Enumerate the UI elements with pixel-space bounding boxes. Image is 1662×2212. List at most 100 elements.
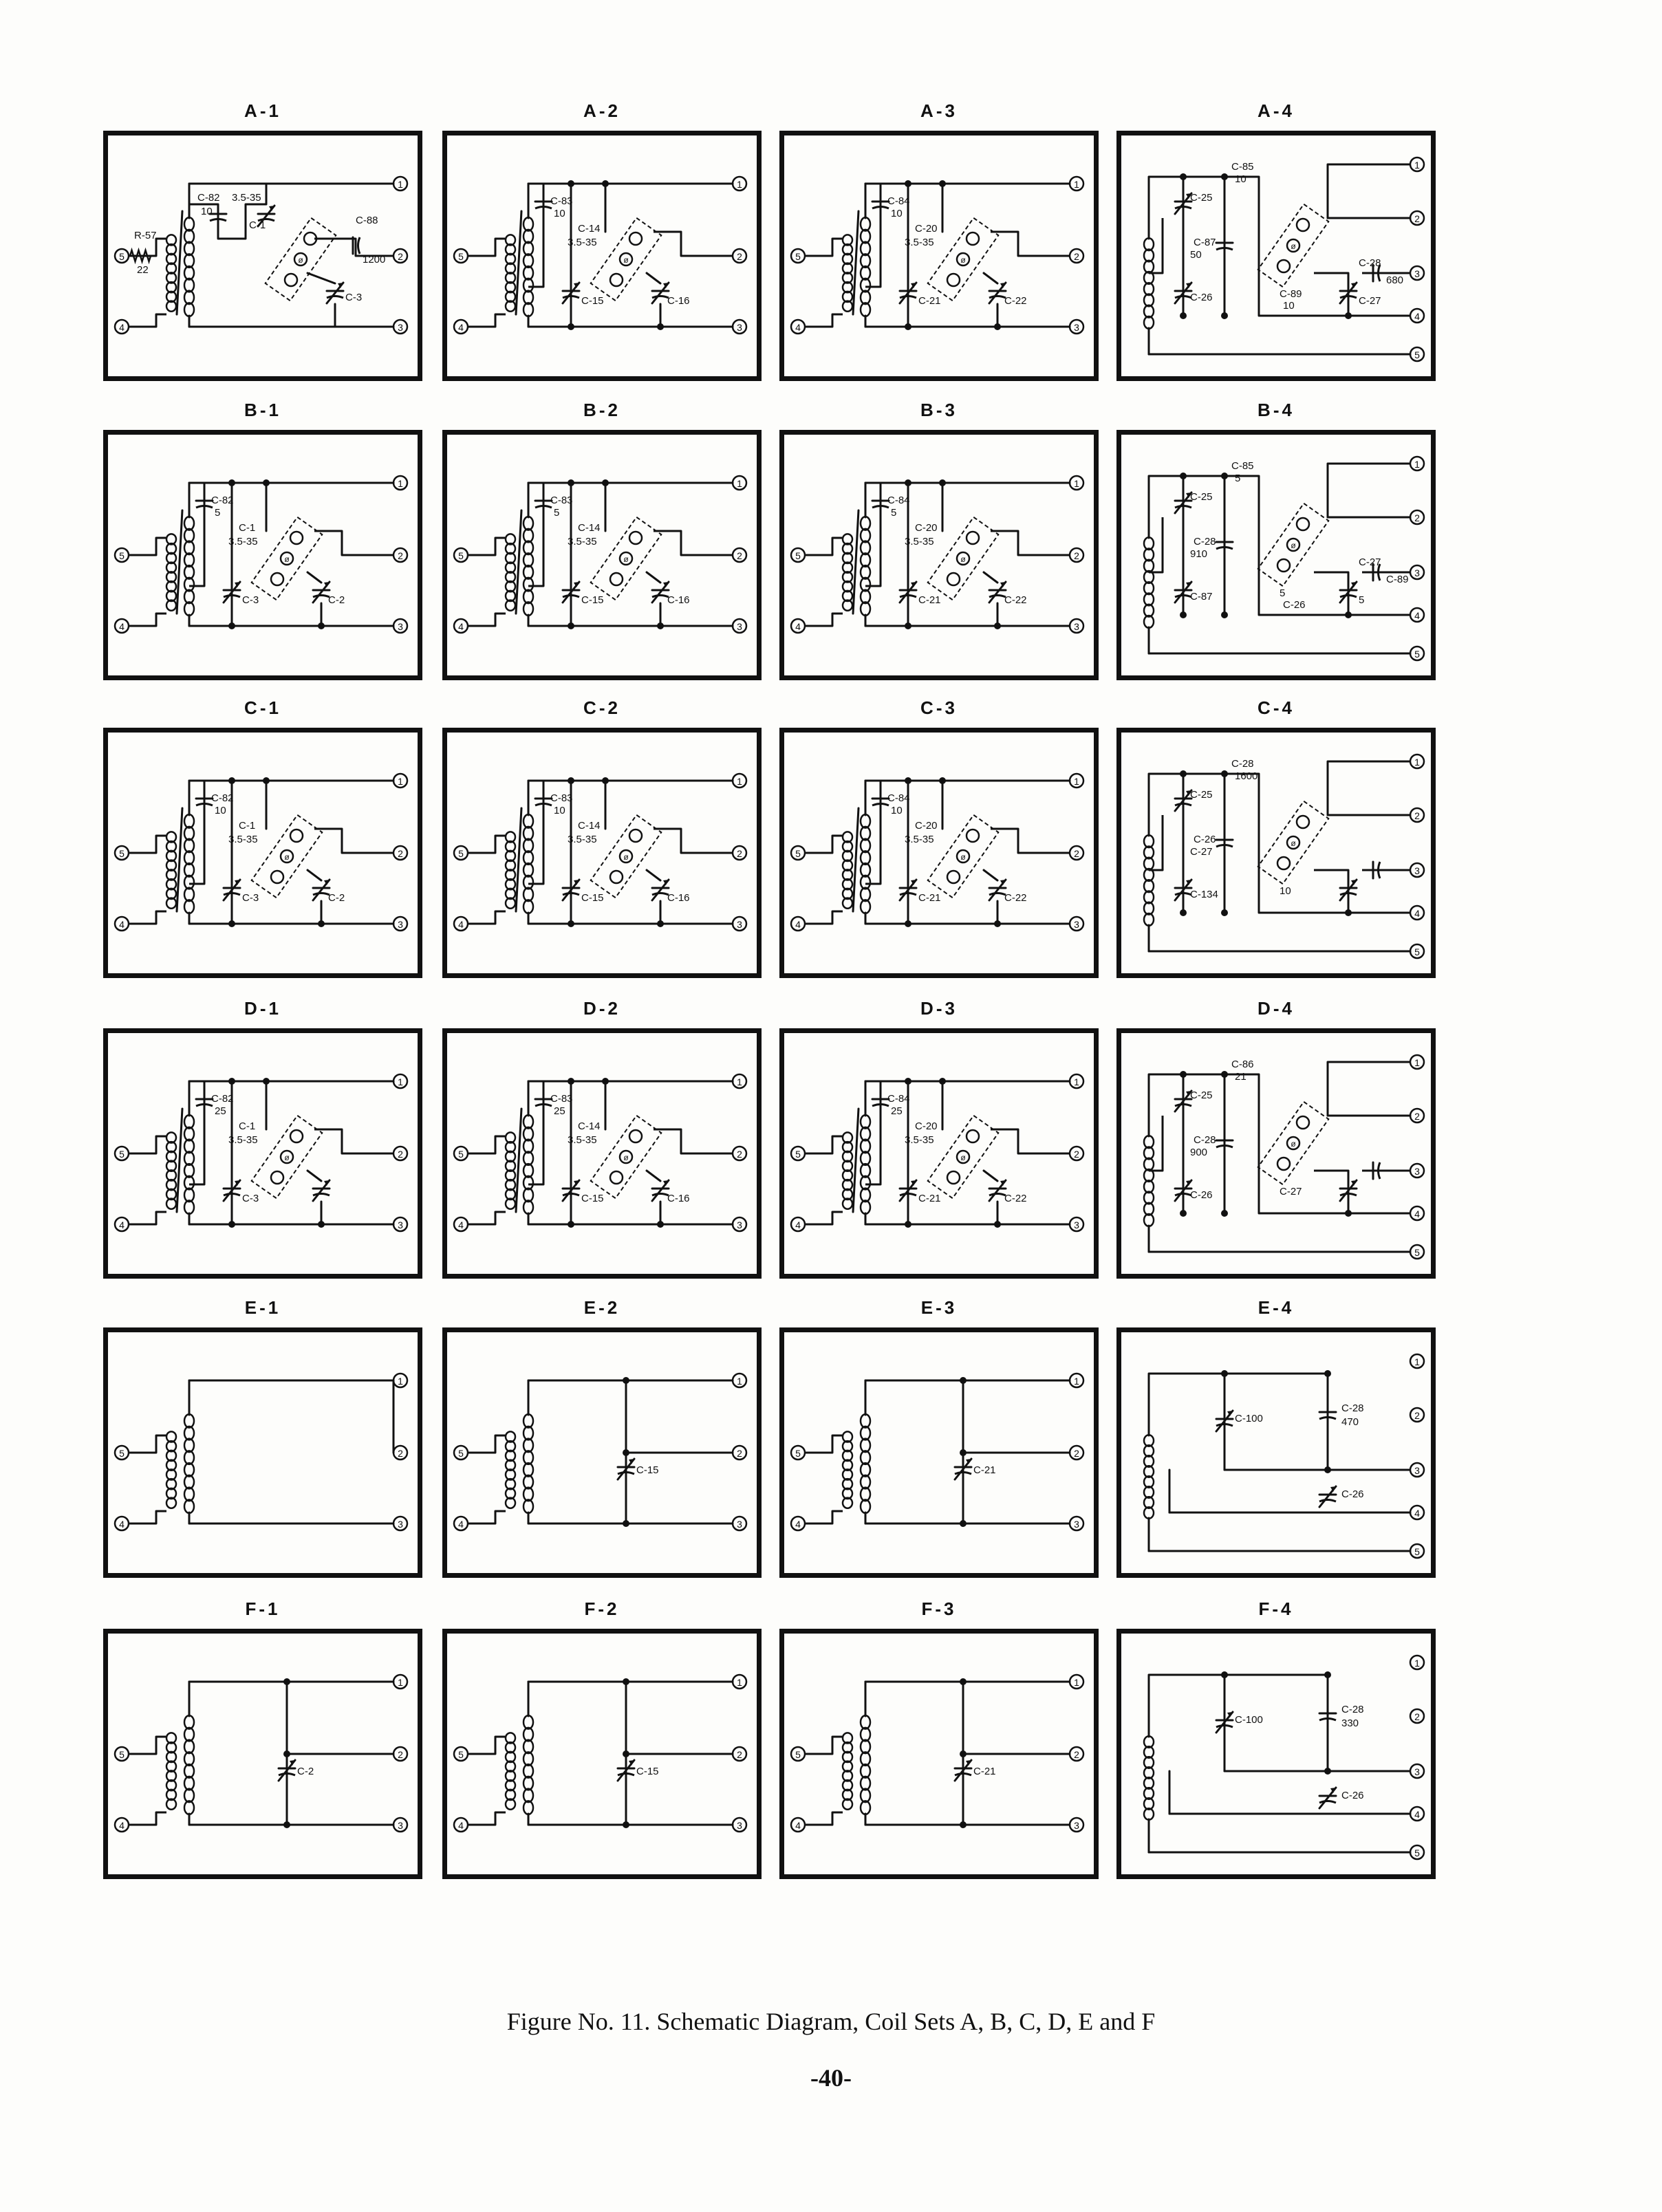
terminal-3: 3	[392, 1515, 409, 1532]
capacitor-plate	[1377, 1162, 1381, 1180]
wire	[189, 483, 206, 587]
capacitor-plate	[535, 803, 552, 807]
terminal-1: 1	[1409, 156, 1425, 173]
coil-turn	[859, 862, 872, 878]
contact-circle	[1286, 238, 1301, 253]
switch-outline	[590, 217, 662, 302]
coil-turn	[859, 1425, 872, 1441]
terminal-4: 4	[790, 318, 806, 335]
variable-capacitor-icon	[312, 1179, 331, 1202]
coil-turn	[859, 528, 872, 543]
fixed-capacitor-icon	[195, 1098, 214, 1107]
wire	[468, 834, 506, 854]
terminal-label: 2	[1074, 848, 1079, 859]
junction-dot	[905, 920, 911, 927]
terminal-label: 4	[795, 1820, 801, 1831]
capacitor-plate	[195, 505, 213, 509]
contact-circle	[609, 1170, 624, 1185]
variable-capacitor-icon	[1339, 1179, 1358, 1202]
coil-turn	[165, 300, 177, 312]
contact-circle	[946, 272, 961, 288]
contact-circle	[618, 252, 634, 267]
part-label: C-1	[239, 522, 255, 534]
coil-turn	[504, 1487, 517, 1500]
coil-turn	[859, 1126, 872, 1142]
contact-mark: ø	[284, 852, 290, 862]
coil-turn	[165, 1760, 177, 1772]
terminal-label: 5	[795, 251, 801, 262]
coil-icon	[165, 831, 177, 909]
coil-turn	[841, 1779, 854, 1792]
tuning-arrowhead	[338, 283, 343, 288]
coil-turn	[841, 1732, 854, 1744]
terminal-label: 3	[737, 1519, 742, 1530]
terminal-label: 4	[795, 322, 801, 333]
variable-capacitor-icon	[1318, 1485, 1337, 1508]
coil-turn	[841, 1131, 854, 1144]
junction-dot	[1221, 312, 1228, 319]
terminal-label: 2	[1414, 810, 1420, 821]
junction-dot	[568, 1221, 574, 1228]
tap-wire	[1149, 1116, 1164, 1172]
part-label: C-100	[1235, 1413, 1263, 1424]
coil-turn	[165, 1779, 177, 1792]
variable-capacitor-icon	[898, 1179, 918, 1202]
terminal-label: 1	[737, 776, 742, 787]
fixed-capacitor-icon	[871, 797, 890, 807]
terminal-1: 1	[1409, 1054, 1425, 1070]
coil-turn	[504, 1178, 517, 1191]
panel-title: E-4	[1258, 1297, 1295, 1318]
switch-contacts-icon: ø	[590, 516, 662, 601]
terminal-3: 3	[1409, 1763, 1425, 1779]
terminal-4: 4	[453, 1817, 469, 1833]
coil-turn	[165, 252, 177, 265]
coil-turn	[504, 831, 517, 843]
wire	[129, 313, 166, 328]
coil-turn	[183, 874, 195, 890]
panel-title: D-2	[583, 998, 620, 1019]
tap-arrow	[852, 1107, 860, 1213]
coil-icon	[522, 216, 535, 318]
coil-turn	[165, 580, 177, 593]
terminal-5: 5	[114, 547, 130, 563]
terminal-label: 4	[795, 621, 801, 632]
coil-turn	[165, 869, 177, 881]
coil-turn	[859, 1474, 872, 1490]
coil-turn	[504, 599, 517, 611]
switch-contacts-icon: ø	[250, 814, 323, 899]
terminal-label: 3	[1414, 567, 1420, 578]
coil-turn	[1143, 1486, 1155, 1499]
coil-icon	[522, 1413, 535, 1515]
switch-outline	[1257, 800, 1330, 885]
terminal-2: 2	[731, 248, 748, 264]
part-label: C-85	[1231, 161, 1254, 173]
part-label: C-20	[915, 1120, 938, 1132]
junction-dot	[1180, 173, 1187, 180]
tap-arrow	[852, 807, 860, 913]
terminal-label: 5	[795, 1749, 801, 1760]
panel-title: C-3	[920, 697, 958, 718]
junction-dot	[318, 1221, 325, 1228]
terminal-label: 5	[1414, 349, 1420, 360]
part-label: C-83	[550, 1093, 573, 1105]
wire	[1314, 272, 1350, 316]
coil-icon	[504, 533, 517, 611]
coil-turn	[859, 850, 872, 866]
junction-dot	[623, 1377, 629, 1384]
terminal-circle	[1409, 1708, 1425, 1724]
terminal-label: 2	[1414, 213, 1420, 224]
part-label: C-87	[1190, 591, 1213, 603]
part-label: C-27	[1280, 1186, 1302, 1197]
part-label: C-26	[1194, 834, 1216, 845]
coil-turn	[504, 1750, 517, 1764]
coil-turn	[504, 533, 517, 545]
junction-dot	[318, 920, 325, 927]
wire	[645, 272, 662, 285]
tuning-arrowhead	[629, 1459, 634, 1464]
coil-icon	[504, 1131, 517, 1210]
wire	[654, 827, 733, 854]
